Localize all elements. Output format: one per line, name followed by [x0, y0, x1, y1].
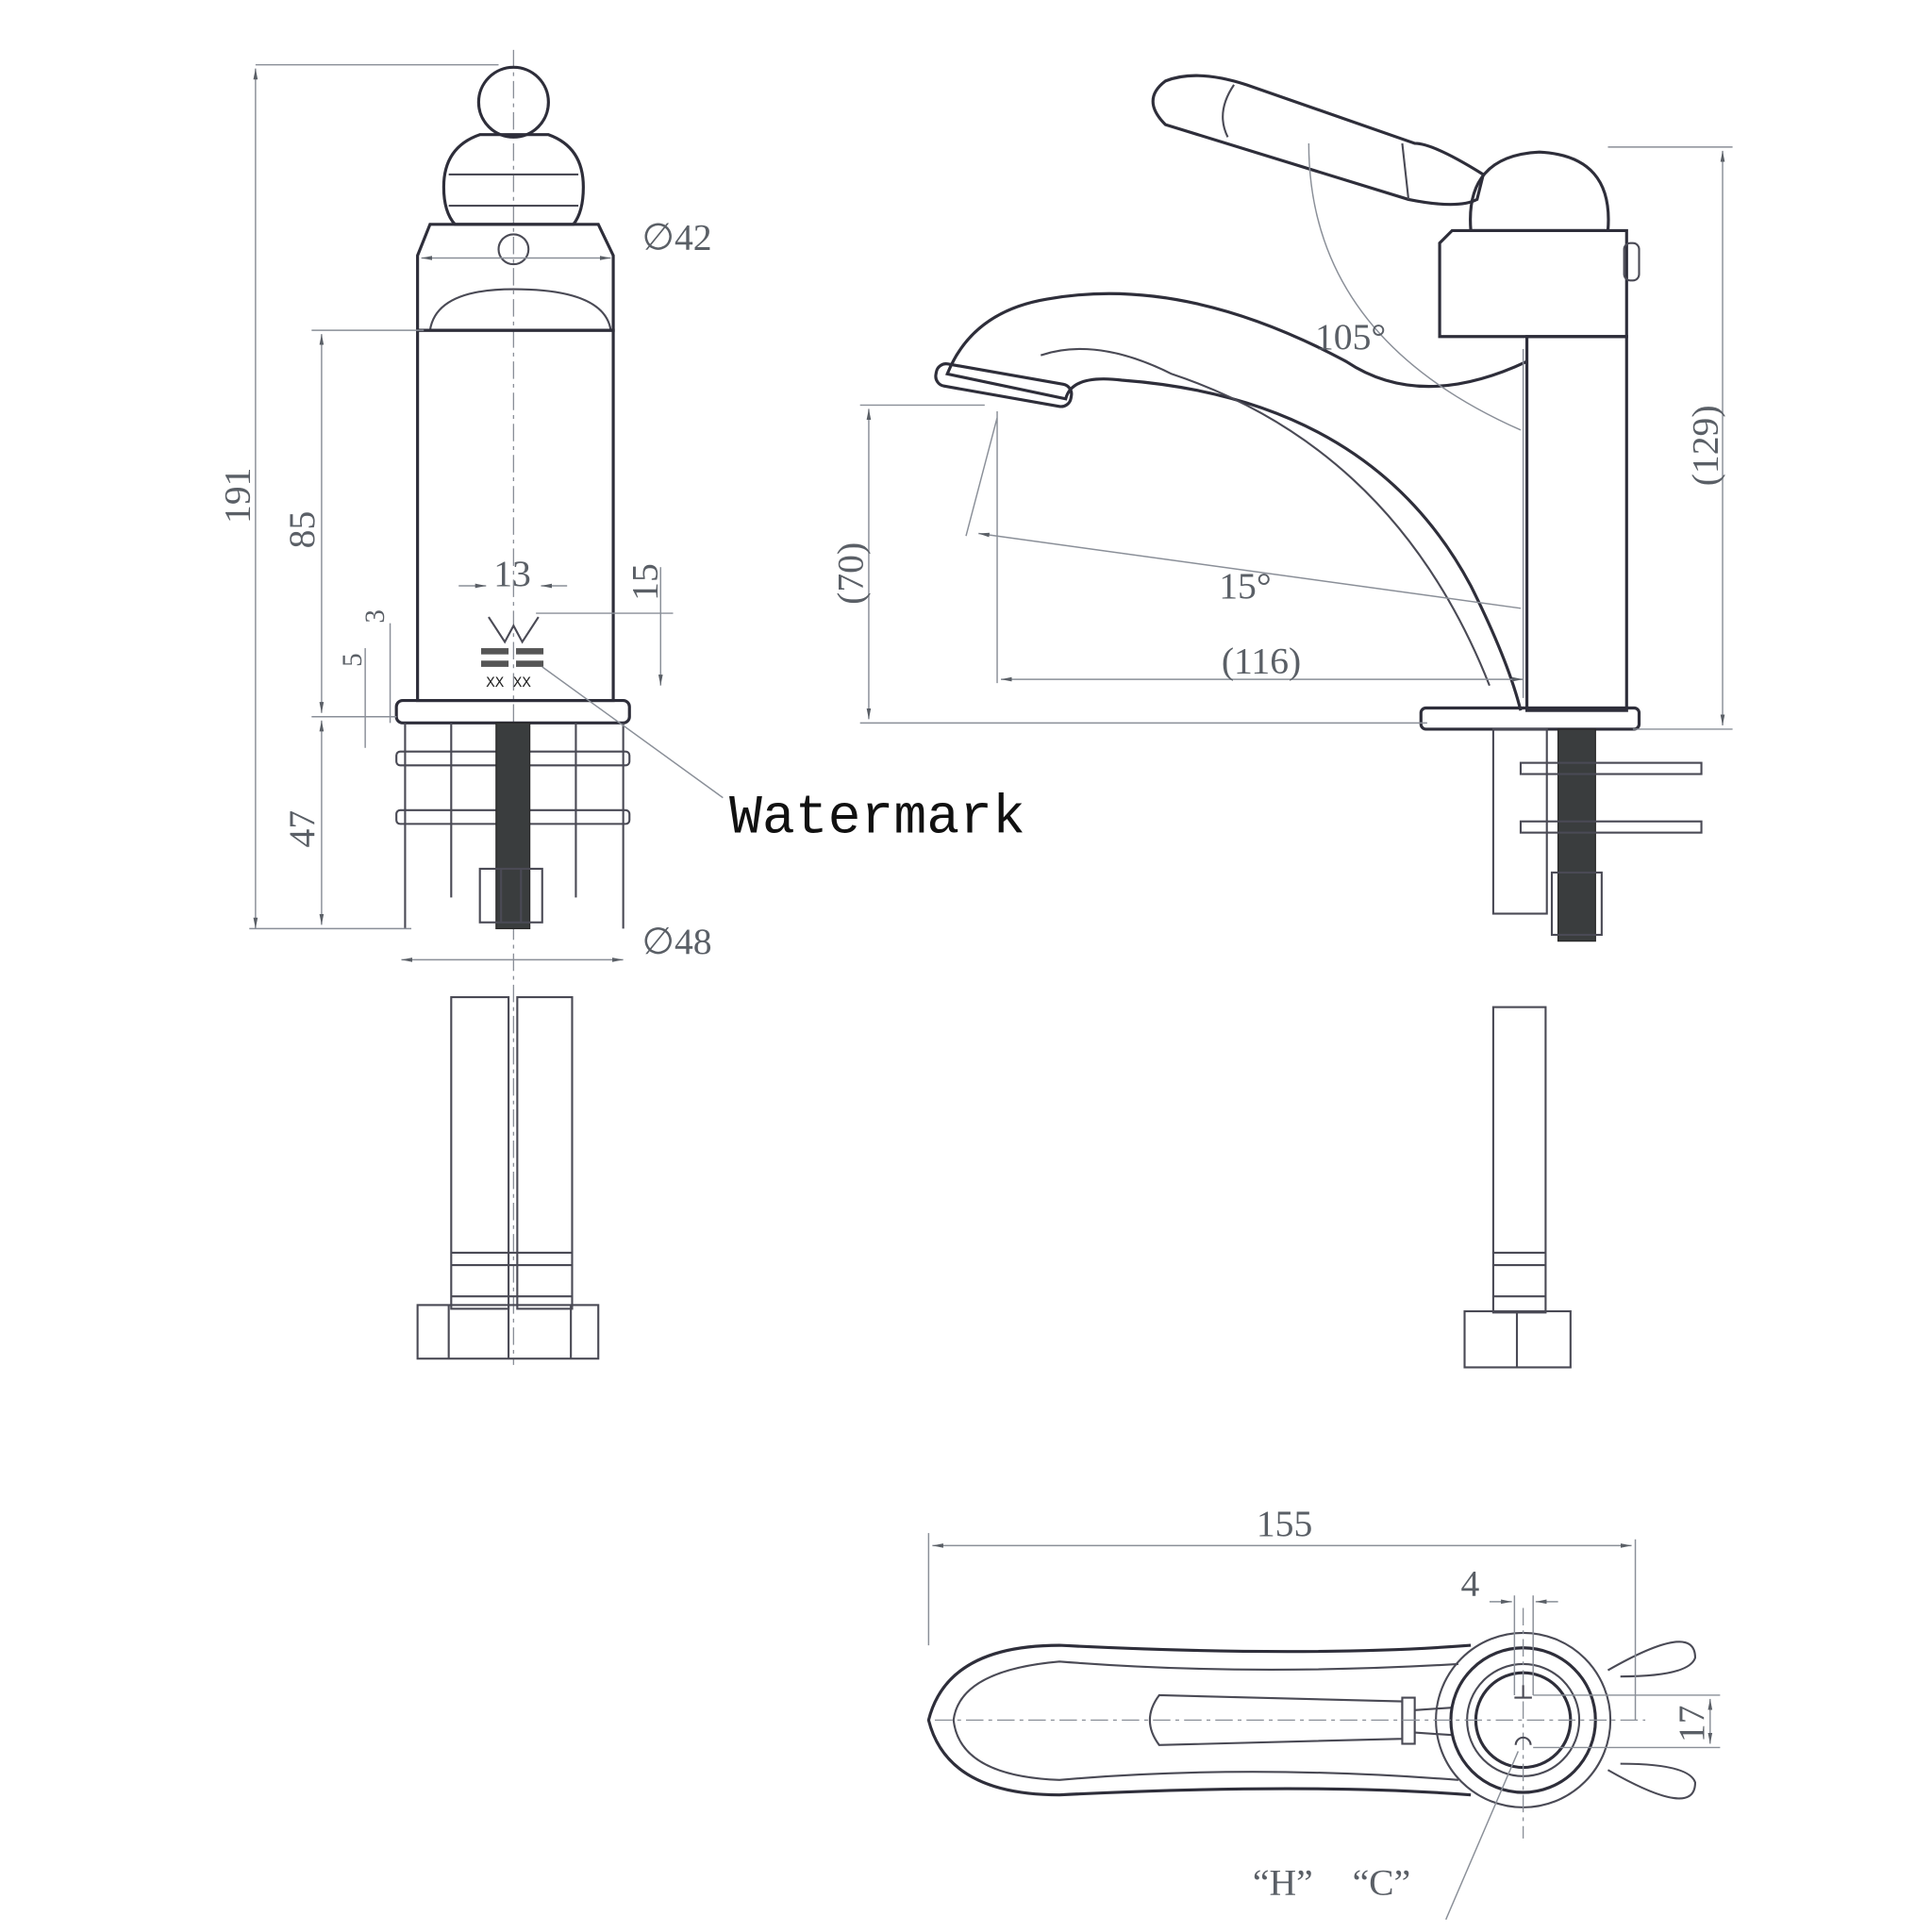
- front-view: XX XX Watermark 191 85 47 5 3 13 15 ∅42 …: [216, 49, 1025, 1365]
- top-ball: [476, 65, 550, 139]
- spout: [945, 291, 1528, 711]
- dim-4: 4: [1461, 1562, 1480, 1604]
- dim-17: 17: [1671, 1706, 1712, 1743]
- dim-85: 85: [281, 511, 323, 549]
- dim-191: 191: [216, 468, 258, 524]
- dim-155: 155: [1257, 1503, 1312, 1544]
- angle-105: 105°: [1315, 316, 1386, 358]
- side-view: 105° 15° (70) (116) (129): [829, 74, 1733, 1369]
- dim-116: (116): [1222, 640, 1301, 681]
- label-cold: “C”: [1353, 1861, 1411, 1903]
- mark-text: XX XX: [486, 675, 531, 691]
- cartridge-housing: [416, 223, 615, 332]
- dim-diameter-42: ∅42: [641, 216, 711, 258]
- knob-dome: [1469, 150, 1610, 233]
- cartridge-housing: [1438, 228, 1628, 339]
- washer: [1519, 820, 1703, 834]
- label-hot: “H”: [1253, 1861, 1313, 1903]
- top-view: 155 4 17 “H” “C”: [926, 1503, 1721, 1921]
- nut: [478, 867, 543, 924]
- dim-3: 3: [360, 609, 391, 624]
- hose-hot: [450, 995, 510, 1310]
- hose-cold: [516, 995, 574, 1310]
- dim-15: 15: [624, 563, 665, 601]
- spout-outline: [926, 1643, 1472, 1797]
- dim-47: 47: [281, 810, 323, 848]
- dim-70: (70): [829, 542, 871, 605]
- hose: [1491, 1006, 1547, 1314]
- aerator: [934, 362, 1074, 408]
- watermark-callout-label: Watermark: [729, 789, 1025, 850]
- threaded-rod: [1557, 728, 1596, 942]
- handle-top: [1148, 1693, 1404, 1746]
- dim-5: 5: [338, 653, 368, 667]
- washer: [1519, 761, 1703, 775]
- angle-15: 15°: [1219, 565, 1271, 607]
- dim-13: 13: [493, 553, 531, 594]
- dim-diameter-48: ∅48: [641, 921, 711, 962]
- dim-129: (129): [1685, 405, 1726, 486]
- body-column: [1524, 335, 1628, 712]
- body-column: [416, 328, 615, 703]
- lever-handle: [1151, 74, 1486, 207]
- watermark-logo: [488, 616, 540, 644]
